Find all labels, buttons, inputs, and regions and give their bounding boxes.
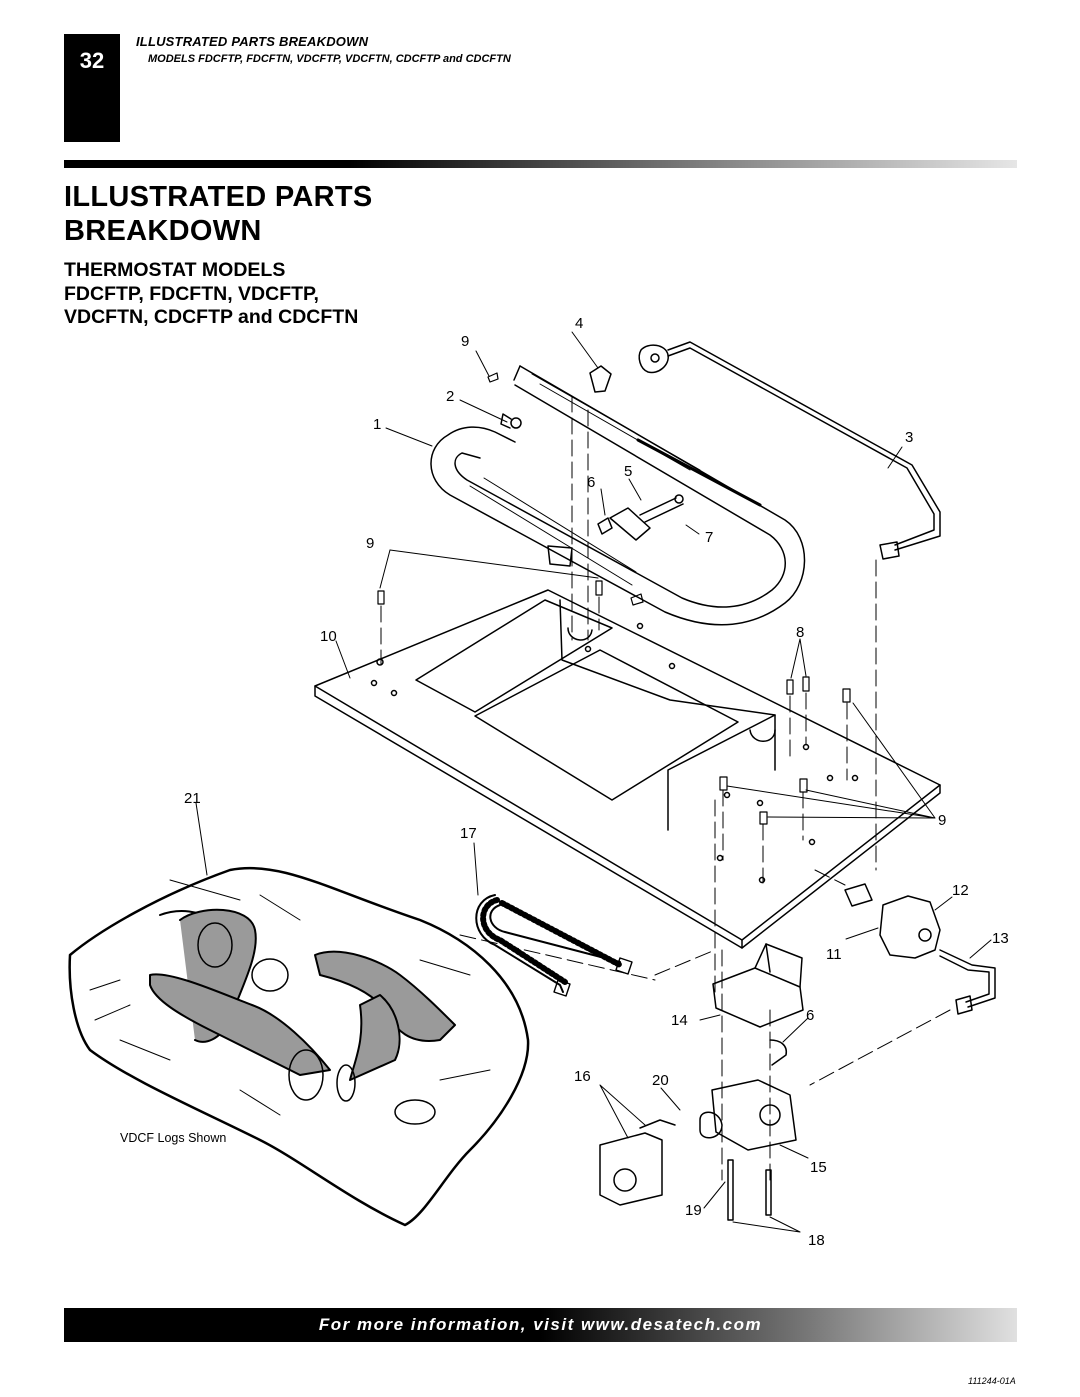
flex-gas-line-drawing	[475, 894, 621, 993]
burner-tube-drawing	[430, 341, 941, 626]
gas-valve-drawing	[599, 1039, 797, 1221]
callout-21: 21	[184, 790, 201, 807]
log-set-drawing	[68, 866, 530, 1227]
footer-website-text: For more information, visit www.desatech…	[318, 1315, 763, 1334]
header-rule	[64, 160, 1017, 168]
callout-11: 11	[826, 946, 842, 963]
callout-12: 12	[952, 882, 969, 899]
callout-4: 4	[575, 315, 583, 332]
page-title-line2: BREAKDOWN	[64, 215, 262, 247]
section-subtitle-line3: VDCFTN, CDCFTP and CDCFTN	[64, 306, 359, 328]
callout-9-top: 9	[461, 333, 469, 350]
callout-13: 13	[992, 930, 1009, 947]
running-header-title: ILLUSTRATED PARTS BREAKDOWN	[136, 34, 369, 49]
callout-6-bottom: 6	[806, 1007, 814, 1024]
callout-20: 20	[652, 1072, 669, 1089]
callout-16: 16	[574, 1068, 591, 1085]
callout-17: 17	[460, 825, 477, 842]
base-tray-drawing	[314, 589, 941, 949]
section-subtitle-line2: FDCFTP, FDCFTN, VDCFTP,	[64, 282, 319, 305]
callout-3: 3	[905, 429, 913, 446]
callout-9-right: 9	[938, 812, 946, 829]
callout-8: 8	[796, 624, 804, 641]
page-title: ILLUSTRATED PARTS BREAKDOWN	[64, 180, 373, 248]
callout-10: 10	[320, 628, 337, 645]
callout-15: 15	[810, 1159, 827, 1176]
callout-leader-lines	[195, 331, 992, 1233]
regulator-drawing	[844, 883, 996, 1015]
logs-caption: VDCF Logs Shown	[120, 1131, 226, 1145]
callout-5: 5	[624, 463, 632, 480]
callout-9-mid: 9	[366, 535, 374, 552]
footer-banner: For more information, visit www.desatech…	[64, 1308, 1017, 1342]
document-number: 111244-01A	[968, 1376, 1016, 1386]
callout-6-top: 6	[587, 474, 595, 491]
screw-drawings	[377, 372, 851, 825]
section-subtitle: THERMOSTAT MODELS FDCFTP, FDCFTN, VDCFTP…	[64, 259, 358, 330]
page-number: 32	[79, 48, 105, 73]
callout-labels: 4 9 2 1 3 5 6 7 9 10 8 21 17 9 12 13 11 …	[120, 315, 1009, 1249]
page-number-tab: 32	[64, 34, 120, 142]
callout-18: 18	[808, 1232, 825, 1249]
callout-7: 7	[705, 529, 713, 546]
bracket-drawing	[712, 943, 804, 1028]
callout-19: 19	[685, 1202, 702, 1219]
assembly-guide-lines	[380, 395, 951, 1181]
callout-2: 2	[446, 388, 454, 405]
page-title-line1: ILLUSTRATED PARTS	[64, 181, 373, 213]
flex-gas-line-coil	[480, 897, 623, 985]
callout-1: 1	[373, 416, 381, 433]
section-subtitle-line1: THERMOSTAT MODELS	[64, 259, 286, 281]
callout-14: 14	[671, 1012, 688, 1029]
running-header-subtitle: MODELS FDCFTP, FDCFTN, VDCFTP, VDCFTN, C…	[148, 53, 511, 65]
